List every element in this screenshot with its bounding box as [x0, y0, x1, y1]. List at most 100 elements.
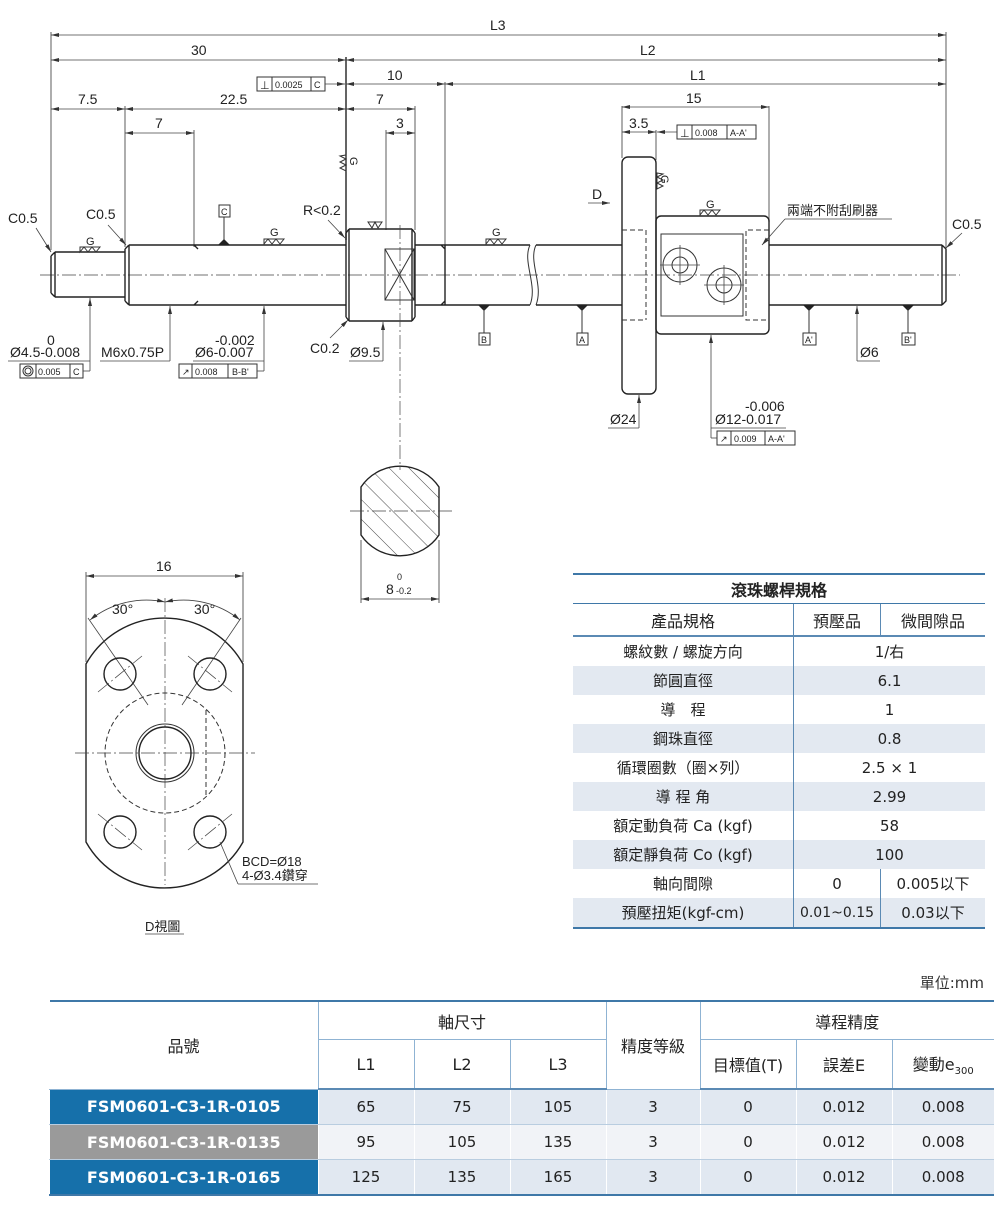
svg-text:⊥: ⊥	[260, 80, 270, 92]
svg-text:Ø24: Ø24	[610, 411, 637, 427]
header-l2: L2	[413, 1039, 510, 1090]
spec-header-microgap: 微間隙品	[880, 603, 985, 637]
svg-text:Ø12-0.017: Ø12-0.017	[715, 411, 781, 427]
surface-mark-collar	[367, 220, 383, 229]
svg-text:0.009: 0.009	[734, 434, 757, 444]
spec-row: 額定動負荷 Ca (kgf)58	[573, 811, 985, 840]
svg-text:0.008: 0.008	[695, 128, 718, 138]
bolt-hole-bottom-right	[187, 813, 233, 851]
svg-text:-0.002: -0.002	[215, 332, 255, 348]
svg-text:B: B	[481, 335, 487, 345]
ball-screw-drawing: L3 30 L2 10 L1 7.5 22.5 7 7 3 15 3.5 ⊥ 0…	[8, 17, 982, 935]
bcd-label: BCD=Ø18	[242, 854, 302, 869]
dimension-lines: L3 30 L2 10 L1 7.5 22.5 7 7 3 15 3.5	[51, 17, 946, 135]
datum-a-prime: A'	[802, 305, 817, 346]
dim-22-5: 22.5	[220, 91, 247, 107]
svg-text:G: G	[658, 175, 670, 184]
model-number: FSM0601-C3-1R-0135	[49, 1124, 318, 1160]
svg-text:A': A'	[805, 335, 813, 345]
bolt-hole-top-left	[97, 655, 143, 693]
angle-left: 30°	[112, 601, 133, 617]
svg-text:D: D	[592, 186, 602, 202]
datum-markers: C B A A' B'	[218, 204, 916, 346]
product-row: FSM0601-C3-1R-0165 125 135 165 3 0 0.012…	[49, 1159, 994, 1196]
header-l3: L3	[509, 1039, 606, 1090]
datum-b: B	[478, 305, 491, 346]
surface-mark-face: G	[338, 154, 359, 172]
callout-flange-d24: Ø24	[608, 395, 641, 429]
svg-text:G: G	[706, 199, 715, 211]
svg-text:Ø4.5-0.008: Ø4.5-0.008	[10, 344, 80, 360]
angle-right: 30°	[194, 601, 215, 617]
svg-text:Ø9.5: Ø9.5	[350, 344, 381, 360]
datum-c: C	[218, 204, 231, 245]
header-part-no: 品號	[49, 1000, 318, 1090]
callout-shaft-d6: Ø6	[855, 306, 880, 362]
svg-text:B': B'	[904, 335, 912, 345]
dim-l2: L2	[640, 42, 656, 58]
dim-3-5: 3.5	[629, 115, 649, 131]
view-arrow-d: D	[588, 186, 610, 205]
callout-nut-d12: -0.006 Ø12-0.017 ↗ 0.009 A-A'	[709, 335, 796, 446]
svg-text:M6x0.75P: M6x0.75P	[101, 344, 164, 360]
svg-text:B-B': B-B'	[232, 367, 249, 377]
svg-text:A-A': A-A'	[768, 434, 785, 444]
svg-text:C: C	[221, 207, 228, 217]
chamfer-thread: C0.5	[86, 206, 116, 222]
svg-text:0.0025: 0.0025	[275, 80, 303, 90]
svg-text:C: C	[314, 80, 321, 90]
svg-text:G: G	[270, 227, 279, 239]
surface-mark-shaft: G	[485, 227, 508, 246]
dim-7-left: 7	[155, 115, 163, 131]
section-dim: 8	[386, 581, 394, 597]
d-view-width: 16	[156, 558, 172, 574]
svg-text:0.008: 0.008	[195, 367, 218, 377]
header-target: 目標值(T)	[699, 1039, 796, 1090]
chamfer-callouts: C0.5 C0.5 R<0.2 C0.2 C0.5	[8, 202, 982, 356]
datum-b-prime: B'	[901, 305, 916, 346]
model-number: FSM0601-C3-1R-0105	[49, 1089, 318, 1125]
header-error: 誤差E	[795, 1039, 892, 1090]
surface-finish-marks: G G G G G G	[79, 154, 722, 254]
svg-text:-0.006: -0.006	[745, 398, 785, 414]
spec-header-preload: 預壓品	[793, 603, 881, 637]
header-shaft-dims: 軸尺寸	[317, 1000, 606, 1040]
svg-text:0.005: 0.005	[38, 367, 61, 377]
fcf-perpendicularity-c: ⊥ 0.0025 C	[256, 76, 345, 92]
chamfer-collar: C0.2	[310, 340, 340, 356]
wrench-flat-section: 0 8 -0.2	[350, 465, 452, 603]
surface-mark-flange: G	[655, 172, 670, 190]
svg-text:Ø6: Ø6	[860, 344, 879, 360]
dim-l3: L3	[490, 17, 506, 33]
svg-text:0: 0	[47, 332, 55, 348]
header-variation: 變動e300	[891, 1039, 994, 1090]
dim-7-right: 7	[376, 91, 384, 107]
chamfer-right: C0.5	[952, 216, 982, 232]
ball-screw-shaft	[40, 156, 960, 470]
svg-text:兩端不附刮刷器: 兩端不附刮刷器	[787, 203, 878, 218]
svg-text:G: G	[86, 236, 95, 248]
header-lead-accuracy: 導程精度	[699, 1000, 994, 1040]
spec-row: 額定靜負荷 Co (kgf)100	[573, 840, 985, 869]
bolt-hole-bottom-left	[97, 813, 143, 851]
surface-mark-bearing: G	[263, 227, 286, 246]
dim-10: 10	[387, 67, 403, 83]
dim-l1: L1	[690, 67, 706, 83]
callout-bearing-d6: -0.002 Ø6-0.007 ↗ 0.008 B-B'	[178, 306, 266, 379]
bolt-hole-top-right	[187, 655, 233, 693]
header-l1: L1	[317, 1039, 414, 1090]
d-view: 16 30° 30° BCD=Ø18 4-Ø3.4鑽穿 D視圖	[75, 558, 318, 935]
svg-text:Ø6-0.007: Ø6-0.007	[195, 344, 254, 360]
svg-text:G: G	[347, 157, 359, 166]
product-row: FSM0601-C3-1R-0135 95 105 135 3 0 0.012 …	[49, 1124, 994, 1160]
product-row: FSM0601-C3-1R-0105 65 75 105 3 0 0.012 0…	[49, 1089, 994, 1125]
svg-text:C: C	[73, 367, 80, 377]
holes-label: 4-Ø3.4鑽穿	[242, 868, 308, 883]
extension-lines	[50, 32, 947, 250]
svg-text:G: G	[492, 227, 501, 239]
